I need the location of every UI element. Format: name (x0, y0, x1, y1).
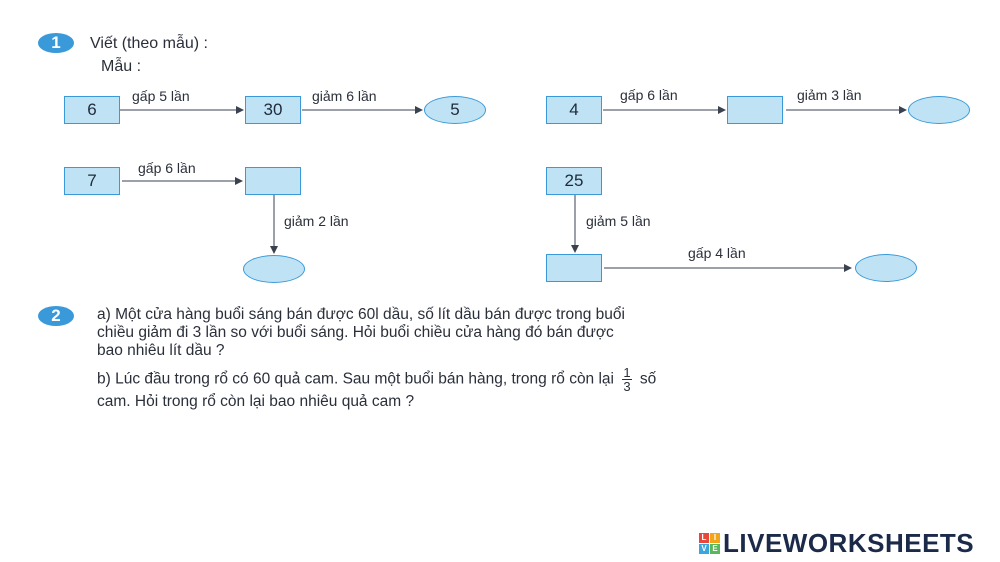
logo-icon-letter-i: I (710, 533, 720, 543)
task2-end-circle[interactable] (243, 255, 305, 283)
liveworksheets-logo: L I V E LIVEWORKSHEETS (699, 528, 974, 559)
task3-end-circle[interactable] (855, 254, 917, 282)
example-op2-label: giảm 6 lần (312, 88, 377, 104)
part-b-line-1-text: b) Lúc đầu trong rổ có 60 quả cam. Sau m… (97, 370, 614, 388)
part-b-line-2: cam. Hỏi trong rổ còn lại bao nhiêu quả … (97, 393, 415, 410)
logo-icon-letter-l: L (699, 533, 709, 543)
fraction-one-third: 1 3 (622, 365, 632, 394)
task3-mid-box[interactable] (546, 254, 602, 282)
task3-start-box: 25 (546, 167, 602, 195)
example-op1-label: gấp 5 lần (132, 88, 190, 104)
part-a-line-2: chiều giảm đi 3 lần so với buổi sáng. Hỏ… (97, 324, 614, 341)
fraction-denominator: 3 (623, 379, 631, 394)
task2-op1-label: gấp 6 lần (136, 160, 198, 176)
example-start-box: 6 (64, 96, 120, 124)
exercise-1-badge: 1 (38, 33, 74, 53)
task2-start-box: 7 (64, 167, 120, 195)
task2-op2-label: giảm 2 lần (284, 213, 349, 229)
task1-op2-label: giảm 3 lần (797, 87, 862, 103)
example-mid-box: 30 (245, 96, 301, 124)
logo-icon-letter-v: V (699, 544, 709, 554)
task1-end-circle[interactable] (908, 96, 970, 124)
part-a-line-1: a) Một cửa hàng buổi sáng bán được 60l d… (97, 306, 625, 323)
part-b-line-1: b) Lúc đầu trong rổ có 60 quả cam. Sau m… (97, 366, 977, 393)
task2-mid-box[interactable] (245, 167, 301, 195)
liveworksheets-wordmark: LIVEWORKSHEETS (723, 528, 975, 558)
task1-op1-label: gấp 6 lần (620, 87, 678, 103)
exercise-2-part-a: a) Một cửa hàng buổi sáng bán được 60l d… (97, 306, 977, 360)
task3-op2-label: gấp 4 lần (688, 245, 746, 261)
fraction-numerator: 1 (622, 365, 632, 380)
example-end-circle: 5 (424, 96, 486, 124)
part-b-line-1-tail: số (639, 370, 657, 388)
exercise-1-instruction: Viết (theo mẫu) : (90, 35, 208, 52)
task3-op1-label: giảm 5 lần (586, 213, 651, 229)
liveworksheets-logo-icon: L I V E (699, 533, 720, 554)
exercise-2-badge: 2 (38, 306, 74, 326)
logo-icon-letter-e: E (710, 544, 720, 554)
exercise-2-part-b: b) Lúc đầu trong rổ có 60 quả cam. Sau m… (97, 366, 977, 411)
task1-mid-box[interactable] (727, 96, 783, 124)
part-a-line-3: bao nhiêu lít dầu ? (97, 342, 225, 359)
example-label: Mẫu : (101, 58, 142, 75)
task1-start-box: 4 (546, 96, 602, 124)
